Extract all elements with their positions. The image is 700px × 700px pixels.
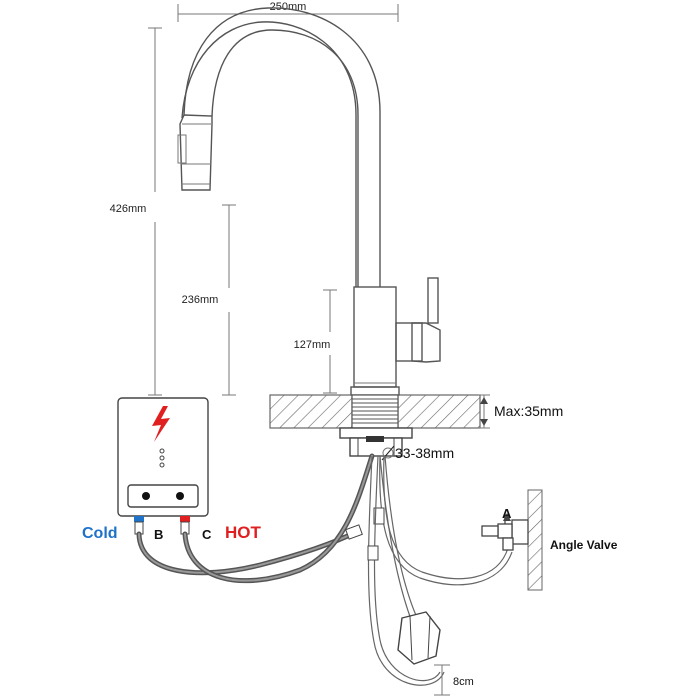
lightning-icon (152, 406, 170, 442)
hot-label: HOT (225, 523, 262, 542)
lever-handle (395, 277, 441, 363)
max-thickness-dimension: Max:35mm (478, 394, 563, 429)
cold-port (134, 516, 144, 522)
angle-valve-label: Angle Valve (550, 538, 618, 552)
gooseneck-inner (211, 29, 359, 287)
angle-valve (481, 489, 543, 591)
max-thickness-label: Max:35mm (494, 403, 563, 419)
hole-diameter-label: 33-38mm (395, 445, 454, 461)
faucet-body (353, 286, 397, 388)
body-height-label: 127mm (294, 339, 331, 351)
hot-port (180, 516, 190, 522)
hose-gap-label: 8cm (453, 676, 474, 688)
faucet (177, 7, 441, 396)
spout-height-label: 236mm (182, 294, 219, 306)
total-height-dimension: 426mm (110, 27, 162, 396)
cold-label: Cold (82, 525, 118, 542)
water-heater (117, 397, 209, 535)
spout-height-dimension: 236mm (182, 204, 236, 396)
gooseneck-outer (183, 7, 381, 287)
hoses (136, 453, 513, 686)
port-a-label: A (502, 506, 512, 521)
port-c-label: C (202, 527, 212, 542)
countertop (269, 394, 481, 457)
port-b-label: B (154, 527, 163, 542)
width-dimension: 250mm (177, 1, 399, 22)
body-height-dimension: 127mm (294, 289, 337, 394)
hose-gap-dimension: 8cm (434, 664, 474, 696)
pull-down-spray-head (177, 114, 213, 191)
hose-counterweight (397, 611, 441, 665)
hole-diameter-dimension: 33-38mm (381, 445, 454, 461)
gooseneck-spout (181, 21, 357, 287)
total-height-label: 426mm (110, 203, 147, 215)
